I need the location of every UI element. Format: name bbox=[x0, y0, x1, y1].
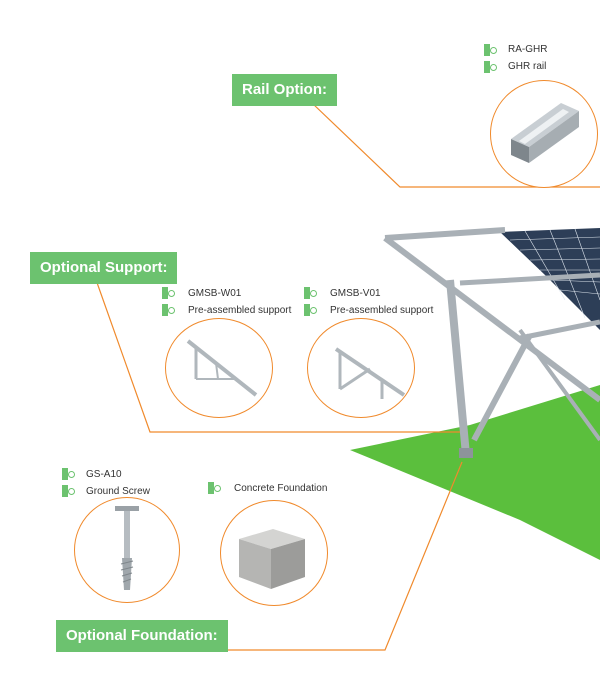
support-v01-image-circle bbox=[307, 318, 415, 418]
support-w01-name-bullet bbox=[162, 304, 175, 316]
support-v01-code: GMSB-V01 bbox=[330, 288, 381, 299]
screw-name-bullet bbox=[62, 485, 75, 497]
rail-option-label: Rail Option: bbox=[232, 74, 337, 106]
rail-code-bullet bbox=[484, 44, 497, 56]
screw-name: Ground Screw bbox=[86, 486, 150, 497]
screw-code: GS-A10 bbox=[86, 469, 122, 480]
support-v01-name-bullet bbox=[304, 304, 317, 316]
support-w01-code-bullet bbox=[162, 287, 175, 299]
ground-screw-image-circle bbox=[74, 497, 180, 603]
support-w01-name: Pre-assembled support bbox=[188, 305, 292, 316]
concrete-name-bullet bbox=[208, 482, 221, 494]
mounting-structure bbox=[383, 227, 600, 458]
optional-support-label: Optional Support: bbox=[30, 252, 178, 284]
rail-profile-image bbox=[511, 103, 579, 163]
rail-code: RA-GHR bbox=[508, 44, 548, 55]
rail-name: GHR rail bbox=[508, 61, 547, 72]
screw-code-bullet bbox=[62, 468, 75, 480]
support-v01-code-bullet bbox=[304, 287, 317, 299]
optional-foundation-label: Optional Foundation: bbox=[56, 620, 228, 652]
support-v01-image bbox=[334, 347, 406, 399]
concrete-block-image-circle bbox=[220, 500, 328, 606]
ground-screw-image bbox=[115, 506, 139, 590]
support-v01-name: Pre-assembled support bbox=[330, 305, 434, 316]
rail-image-circle bbox=[490, 80, 598, 188]
ground-plane bbox=[350, 385, 600, 560]
support-w01-code: GMSB-W01 bbox=[188, 288, 242, 299]
concrete-name: Concrete Foundation bbox=[234, 483, 328, 494]
concrete-block-image bbox=[239, 529, 305, 589]
support-w01-image bbox=[186, 339, 258, 397]
support-w01-image-circle bbox=[165, 318, 273, 418]
foundation-leader-line bbox=[195, 461, 463, 651]
support-leader-line bbox=[94, 276, 460, 433]
rail-name-bullet bbox=[484, 61, 497, 73]
